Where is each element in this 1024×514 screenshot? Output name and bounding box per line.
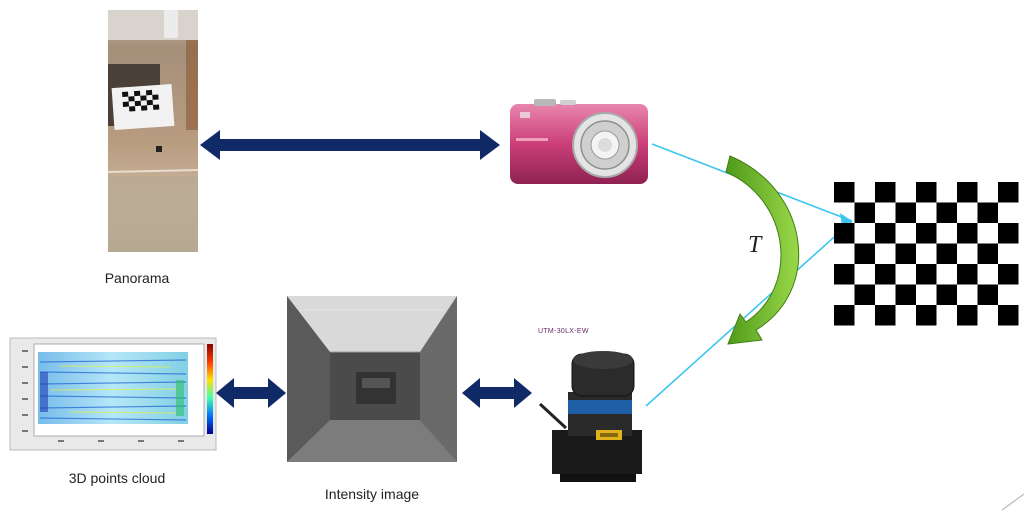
transform-label: T [748,232,762,258]
transform-arrow [725,155,800,345]
checker-square [977,284,998,305]
checker-square [854,284,875,305]
checker-square [854,202,875,223]
checker-square [875,305,896,326]
sensor-model-label: UTM-30LX-EW [538,328,589,335]
checker-square [998,223,1019,244]
checker-square [895,243,916,264]
checker-square [977,243,998,264]
checker-square [916,182,937,203]
checker-square [936,202,957,223]
points-cloud-label: 3D points cloud [68,470,166,486]
checker-square [936,284,957,305]
arrow-panorama-camera [200,130,500,160]
camera-icon [506,98,654,186]
checker-square [834,223,855,244]
checker-square [916,223,937,244]
checker-square [936,243,957,264]
corner-mark [1001,493,1024,511]
checker-square [834,182,855,203]
arrow-cloud-intensity [216,378,286,408]
arrow-intensity-lidar [462,378,532,408]
lidar-sensor-icon [538,351,642,482]
panorama-image [107,10,199,252]
checker-square [834,264,855,285]
checkerboard-target-icon [834,182,1019,326]
checker-square [916,305,937,326]
checker-square [854,243,875,264]
intensity-image-label: Intensity image [324,486,420,502]
checker-square [957,305,978,326]
checker-square [998,182,1019,203]
checker-square [957,223,978,244]
intensity-image [287,296,457,462]
checker-square [998,305,1019,326]
checker-square [957,182,978,203]
checker-square [957,264,978,285]
checker-square [916,264,937,285]
checker-square [875,223,896,244]
checker-square [895,202,916,223]
checker-square [875,264,896,285]
checker-square [834,305,855,326]
checker-square [998,264,1019,285]
checker-square [977,202,998,223]
points-cloud-plot [9,337,217,451]
panorama-label: Panorama [104,270,170,286]
checker-square [875,182,896,203]
checker-square [895,284,916,305]
